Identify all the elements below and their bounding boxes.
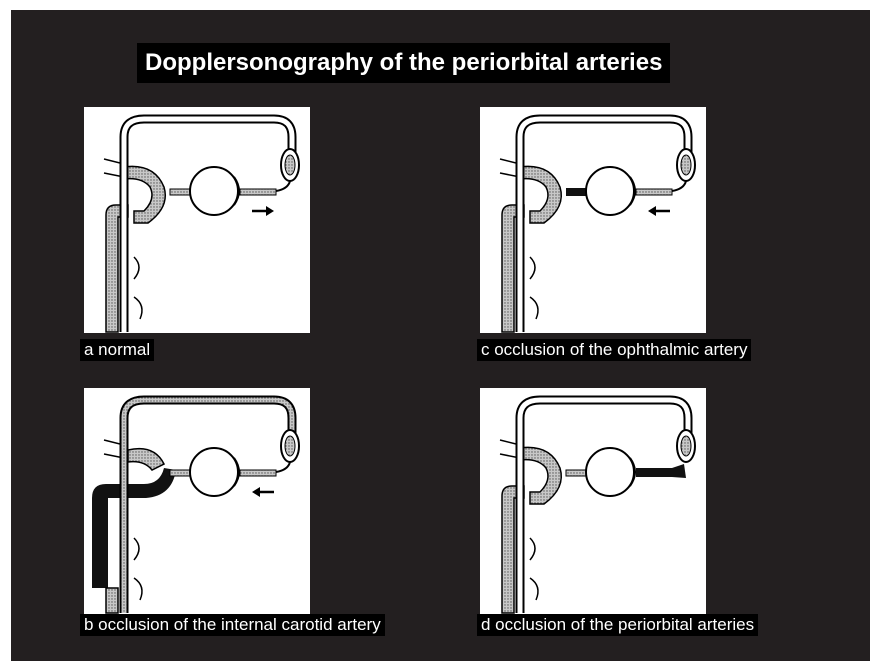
- artery-diagram-ophthalmic-occlusion: [480, 107, 706, 333]
- caption-d: d occlusion of the periorbital arteries: [477, 614, 758, 636]
- diagram-panel-b: [84, 388, 310, 614]
- slide: Dopplersonography of the periorbital art…: [11, 10, 870, 661]
- caption-c: c occlusion of the ophthalmic artery: [477, 339, 751, 361]
- diagram-panel-c: [480, 107, 706, 333]
- artery-diagram-carotid-occlusion: [84, 388, 310, 614]
- caption-a: a normal: [80, 339, 154, 361]
- diagram-panel-a: [84, 107, 310, 333]
- slide-title: Dopplersonography of the periorbital art…: [137, 43, 670, 83]
- artery-diagram-normal: [84, 107, 310, 333]
- diagram-panel-d: [480, 388, 706, 614]
- artery-diagram-periorbital-occlusion: [480, 388, 706, 614]
- caption-b: b occlusion of the internal carotid arte…: [80, 614, 385, 636]
